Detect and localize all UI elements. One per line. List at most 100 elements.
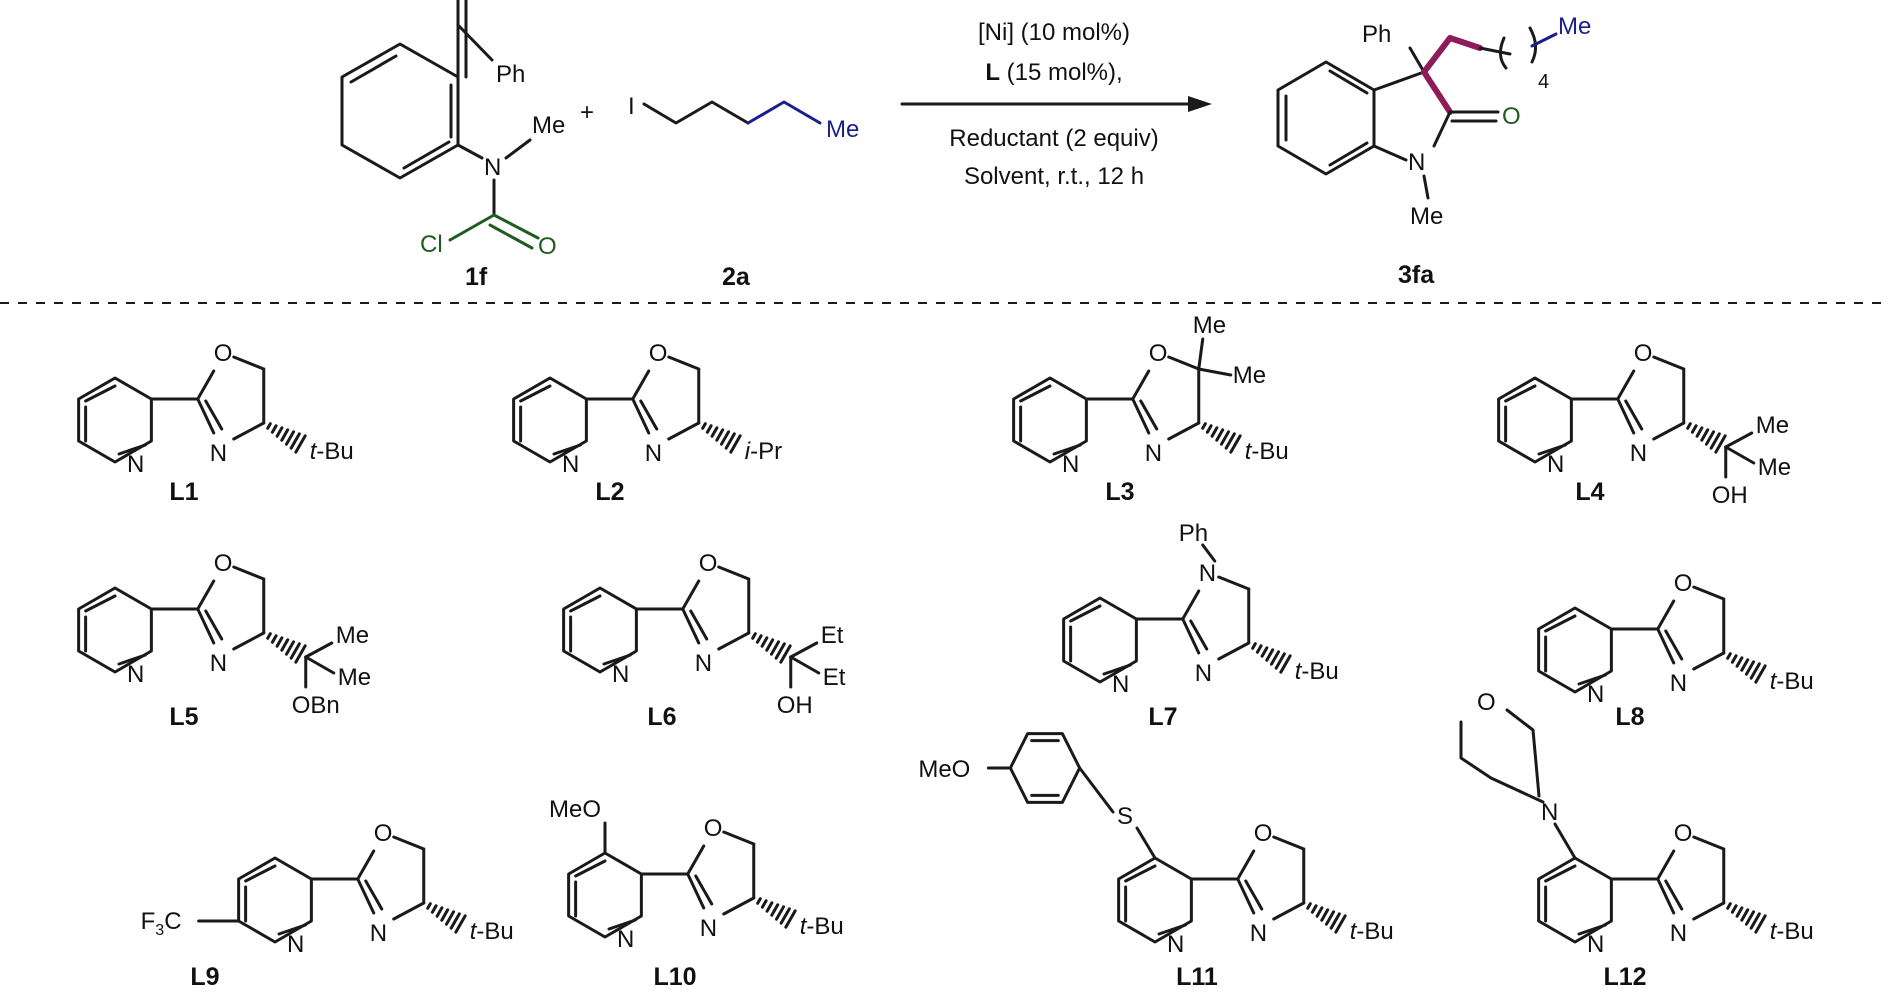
ligand-label: L1	[169, 478, 198, 506]
oxazoline-nitrogen-label: N	[1670, 920, 1687, 947]
ligand-label: L8	[1615, 703, 1644, 731]
substituent-3-label: OH	[777, 692, 813, 719]
pyridine-nitrogen-label: N	[127, 661, 144, 688]
ligand-label: L6	[647, 703, 676, 731]
oxazoline-oxygen-label: O	[704, 815, 723, 842]
trifluoromethyl-label: F3C	[141, 908, 182, 939]
oxazoline-oxygen-label: O	[374, 820, 393, 847]
pyridine-nitrogen-label: N	[127, 451, 144, 478]
compound-label-1f: 1f	[465, 263, 488, 291]
pyridine-nitrogen-label: N	[617, 926, 634, 953]
pyridine-nitrogen-label: N	[1112, 671, 1129, 698]
oxazoline-nitrogen-label: N	[1670, 670, 1687, 697]
morpholine-nitrogen-label: N	[1541, 799, 1558, 826]
oxazoline-oxygen-label: O	[649, 340, 668, 367]
substituent-label: i-Pr	[745, 438, 782, 465]
ligand-label: L2	[595, 478, 624, 506]
oxygen-label: O	[538, 233, 557, 260]
oxazoline-oxygen-label: O	[1254, 820, 1273, 847]
plus-sign: +	[580, 99, 594, 126]
oxazoline-nitrogen-label: N	[1145, 440, 1162, 467]
oxygen-label: O	[1502, 103, 1521, 130]
substituent-label: t-Bu	[800, 913, 844, 940]
substituent-2-label: Me	[1758, 454, 1791, 481]
iodine-label: I	[628, 93, 635, 120]
substituent-label: t-Bu	[1350, 918, 1394, 945]
chlorine-label: Cl	[420, 231, 443, 258]
phenyl-label: Ph	[496, 61, 525, 88]
ligand-label: L7	[1148, 703, 1177, 731]
oxazoline-oxygen-label: O	[699, 550, 718, 577]
methyl-label: Me	[1558, 13, 1591, 40]
methyl-label: Me	[1410, 203, 1443, 230]
pyridine-nitrogen-label: N	[562, 451, 579, 478]
oxazoline-nitrogen-label: N	[1630, 440, 1647, 467]
oxazoline-oxygen-label: O	[1634, 340, 1653, 367]
oxazoline-nitrogen-label: N	[210, 650, 227, 677]
substituent-3-label: OBn	[292, 692, 340, 719]
pyridine-nitrogen-label: N	[1167, 931, 1184, 958]
oxazoline-nitrogen-label: N	[695, 650, 712, 677]
condition-reductant: Reductant (2 equiv)	[949, 125, 1158, 152]
oxazoline-nitrogen-label: N	[370, 920, 387, 947]
reaction-conditions: [Ni] (10 mol%) L (15 mol%), Reductant (2…	[949, 19, 1158, 190]
oxazoline-oxygen-label: O	[214, 340, 233, 367]
oxazoline-nitrogen-label: N	[1250, 920, 1267, 947]
methyl-label: Me	[532, 112, 565, 139]
substituent-3-label: OH	[1712, 482, 1748, 509]
oxazoline-nitrogen-label: N	[210, 440, 227, 467]
methyl-label: Me	[826, 116, 859, 143]
repeat-count: 4	[1538, 71, 1549, 93]
pyridine-nitrogen-label: N	[1587, 681, 1604, 708]
condition-ligand: L (15 mol%),	[985, 59, 1122, 86]
compound-label-3fa: 3fa	[1398, 261, 1435, 289]
substituent-label: t-Bu	[470, 918, 514, 945]
oxazoline-oxygen-label: O	[214, 550, 233, 577]
ligand-label: L4	[1575, 478, 1604, 506]
substituent-label: t-Bu	[310, 438, 354, 465]
reactant-1f: Ph N Me Cl O 1f	[340, 0, 565, 291]
substituent-label: t-Bu	[1295, 658, 1339, 685]
substituent-1-label: Me	[336, 622, 369, 649]
imidazoline-nitrogen-label: N	[1199, 560, 1216, 587]
oxazoline-nitrogen-label: N	[700, 915, 717, 942]
pyridine-nitrogen-label: N	[1547, 451, 1564, 478]
gem-methyl-2-label: Me	[1233, 362, 1266, 389]
product-3fa: N O Me Ph 4 Me 3fa	[1276, 13, 1591, 289]
oxazoline-nitrogen-label: N	[1195, 660, 1212, 687]
pyridine-nitrogen-label: N	[287, 931, 304, 958]
substituent-label: t-Bu	[1245, 438, 1289, 465]
oxazoline-oxygen-label: O	[1674, 570, 1693, 597]
oxazoline-oxygen-label: O	[1674, 820, 1693, 847]
substituent-1-label: Et	[821, 622, 844, 649]
ligand-label: L3	[1105, 478, 1134, 506]
phenyl-label: Ph	[1362, 21, 1391, 48]
ligand-label: L11	[1176, 963, 1218, 991]
pyridine-nitrogen-label: N	[1587, 931, 1604, 958]
substituent-label: t-Bu	[1770, 918, 1814, 945]
condition-solvent: Solvent, r.t., 12 h	[964, 163, 1144, 190]
ligand-label: L9	[190, 963, 219, 991]
substituent-label: t-Bu	[1770, 668, 1814, 695]
substituent-1-label: Me	[1756, 412, 1789, 439]
reaction-arrow	[900, 96, 1212, 112]
nitrogen-label: N	[484, 154, 501, 181]
reactant-2a: I Me 2a	[628, 93, 859, 291]
ligand-label: L10	[653, 963, 696, 991]
oxazoline-nitrogen-label: N	[645, 440, 662, 467]
n-phenyl-label: Ph	[1179, 520, 1208, 547]
compound-label-2a: 2a	[722, 263, 751, 291]
substituent-2-label: Et	[823, 664, 846, 691]
sulfur-label: S	[1117, 803, 1133, 830]
